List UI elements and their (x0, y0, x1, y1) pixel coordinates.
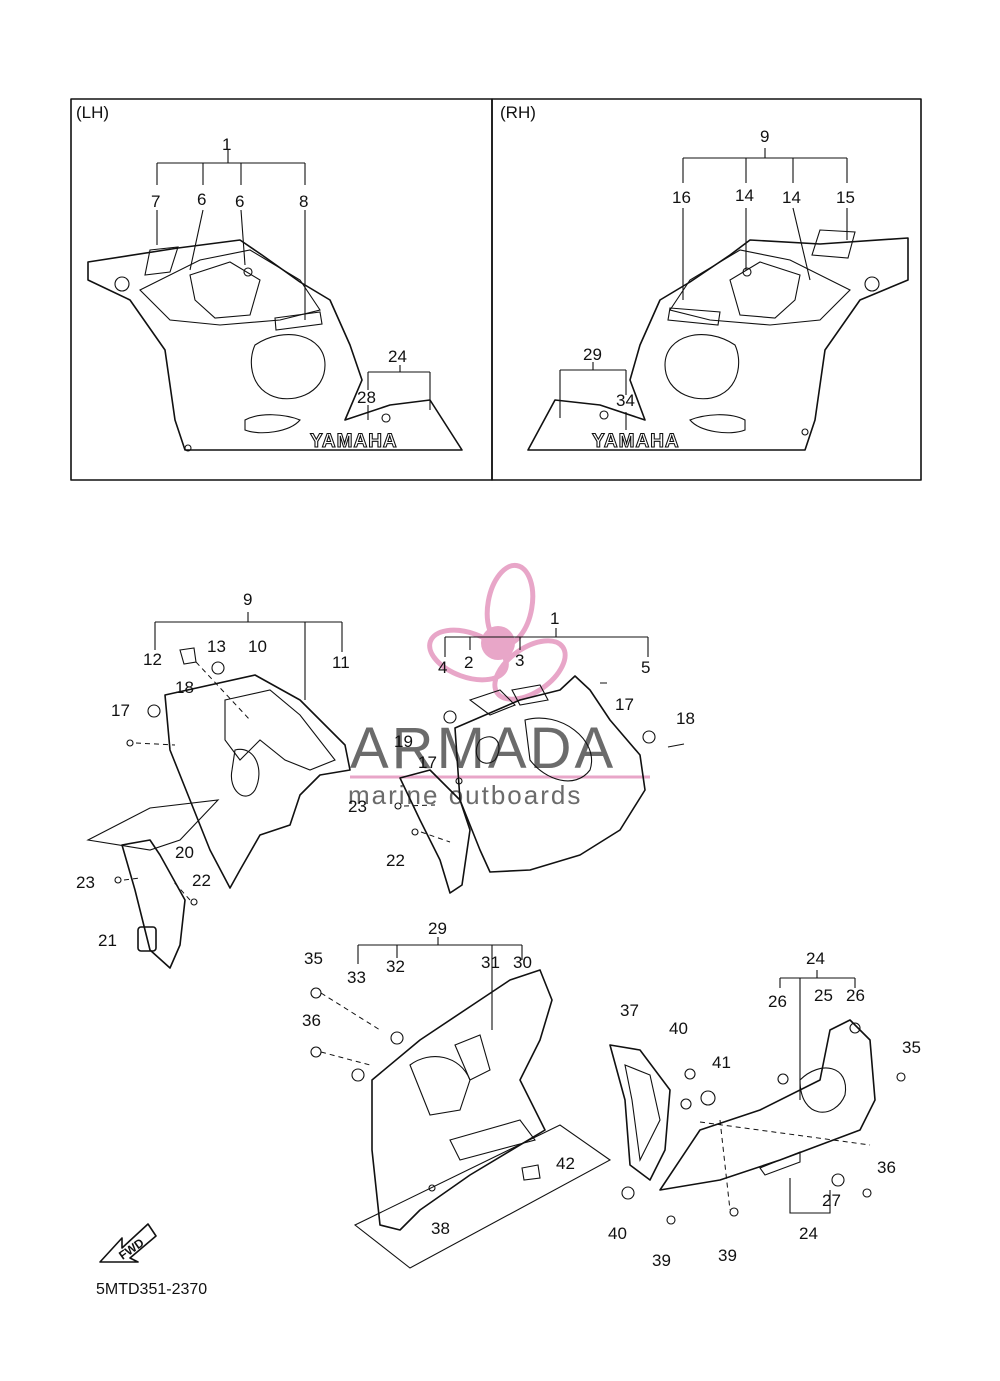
ur-callout-1: 1 (550, 609, 559, 628)
lh-decal-panel (70, 98, 493, 481)
ll-callout-30: 30 (513, 953, 532, 972)
lh-callout-6b: 6 (235, 192, 244, 211)
ul-callout-21: 21 (98, 931, 117, 950)
ur-callout-17a: 17 (615, 695, 634, 714)
lr-callout-26b: 26 (846, 986, 865, 1005)
lr-callout-36: 36 (877, 1158, 896, 1177)
rh-leaders (559, 148, 848, 430)
lh-callout-8: 8 (299, 192, 308, 211)
lh-panel-label: (LH) (76, 103, 109, 122)
lh-fairing-decal-drawing: YAMAHA (87, 239, 463, 453)
upper-right-assembly (394, 628, 685, 894)
rh-panel-label: (RH) (500, 103, 536, 122)
ul-callout-13: 13 (207, 637, 226, 656)
lh-yamaha-decal: YAMAHA (310, 431, 398, 452)
armada-logo: ARMADA marine outboards (348, 562, 650, 810)
ll-callout-33: 33 (347, 968, 366, 987)
lh-callout-1: 1 (222, 135, 231, 154)
lower-left-assembly (310, 937, 612, 1269)
fwd-arrow-icon: FWD (99, 1223, 157, 1263)
rh-callout-16: 16 (672, 188, 691, 207)
ur-callout-2: 2 (464, 653, 473, 672)
lh-leaders (156, 150, 431, 420)
ll-callout-42: 42 (556, 1154, 575, 1173)
ur-callout-3: 3 (515, 651, 524, 670)
rh-callout-14b: 14 (782, 188, 801, 207)
upper-left-assembly (86, 612, 351, 969)
ll-callout-32: 32 (386, 957, 405, 976)
rh-callout-15: 15 (836, 188, 855, 207)
watermark-subtitle: marine outboards (348, 780, 582, 810)
ul-callout-18: 18 (175, 678, 194, 697)
ul-callout-22: 22 (192, 871, 211, 890)
rh-callout-29: 29 (583, 345, 602, 364)
lr-callout-41: 41 (712, 1053, 731, 1072)
ll-callout-35: 35 (304, 949, 323, 968)
lh-callout-6a: 6 (197, 190, 206, 209)
ul-callout-12: 12 (143, 650, 162, 669)
ur-callout-17b: 17 (418, 753, 437, 772)
ur-callout-23: 23 (348, 797, 367, 816)
lr-callout-39a: 39 (652, 1251, 671, 1270)
ul-callout-9: 9 (243, 590, 252, 609)
rh-callout-9: 9 (760, 127, 769, 146)
ur-callout-22: 22 (386, 851, 405, 870)
watermark-title: ARMADA (350, 716, 616, 781)
lower-right-assembly (609, 970, 906, 1225)
lr-callout-37: 37 (620, 1001, 639, 1020)
rh-callout-34: 34 (616, 391, 635, 410)
lr-callout-24a: 24 (806, 949, 825, 968)
lr-callout-39b: 39 (718, 1246, 737, 1265)
lh-callout-28: 28 (357, 388, 376, 407)
lr-callout-25: 25 (814, 986, 833, 1005)
lh-callout-7: 7 (151, 192, 160, 211)
lh-callout-24: 24 (388, 347, 407, 366)
rh-yamaha-decal: YAMAHA (592, 431, 680, 452)
diagram-code: 5MTD351-2370 (96, 1281, 207, 1298)
ll-callout-29: 29 (428, 919, 447, 938)
lr-callout-35: 35 (902, 1038, 921, 1057)
ul-callout-23: 23 (76, 873, 95, 892)
propeller-icon (427, 562, 568, 702)
lr-callout-40a: 40 (669, 1019, 688, 1038)
lr-callout-26a: 26 (768, 992, 787, 1011)
lr-callout-24b: 24 (799, 1224, 818, 1243)
ul-callout-17: 17 (111, 701, 130, 720)
rh-callout-14a: 14 (735, 186, 754, 205)
ul-callout-11: 11 (332, 653, 350, 672)
rh-decal-panel (491, 98, 922, 481)
ur-callout-4: 4 (438, 658, 447, 677)
lr-callout-27: 27 (822, 1191, 841, 1210)
lr-callout-40b: 40 (608, 1224, 627, 1243)
ur-callout-18: 18 (676, 709, 695, 728)
ur-callout-5: 5 (641, 658, 650, 677)
ll-callout-31: 31 (481, 953, 500, 972)
ul-callout-10: 10 (248, 637, 267, 656)
ll-callout-38: 38 (431, 1219, 450, 1238)
ul-callout-20: 20 (175, 843, 194, 862)
ur-callout-19: 19 (394, 732, 413, 751)
rh-fairing-decal-drawing: YAMAHA (527, 229, 909, 453)
ll-callout-36: 36 (302, 1011, 321, 1030)
